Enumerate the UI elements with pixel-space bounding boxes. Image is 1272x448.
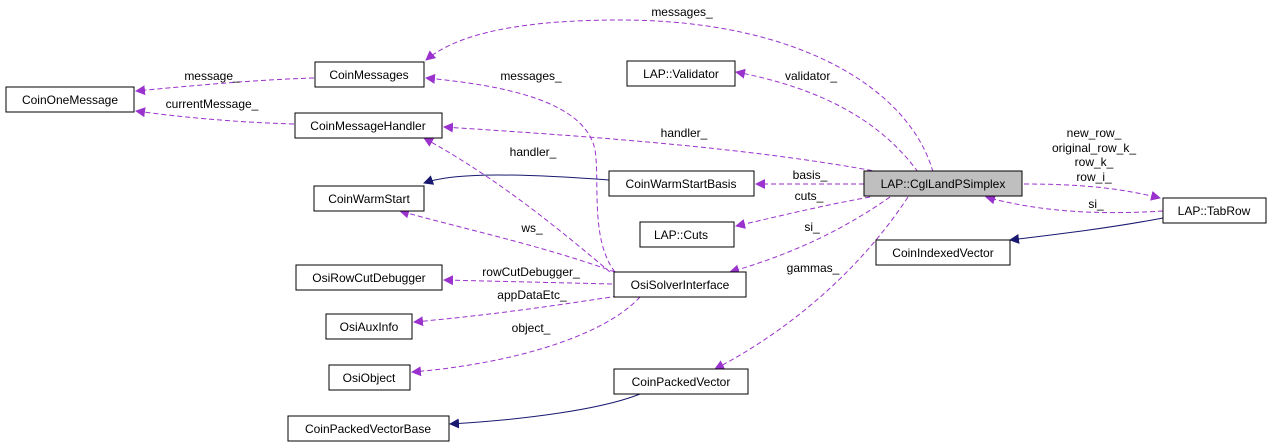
node-coin-warm-start-basis[interactable]: CoinWarmStartBasis (608, 170, 755, 197)
edge-tabrow-members (1023, 183, 1161, 201)
node-label: OsiObject (343, 371, 396, 385)
node-coin-warm-start[interactable]: CoinWarmStart (313, 185, 425, 212)
edge-handler (443, 122, 881, 173)
edge-label-gammas: gammas_ (787, 261, 840, 275)
edge-label-current-message: currentMessage_ (166, 97, 259, 111)
node-lap-cuts[interactable]: LAP::Cuts (639, 221, 735, 248)
node-osi-row-cut-debugger[interactable]: OsiRowCutDebugger (295, 264, 443, 291)
node-label: OsiAuxInfo (340, 320, 399, 334)
node-coin-messages[interactable]: CoinMessages (314, 61, 425, 88)
node-label: OsiSolverInterface (631, 278, 730, 292)
edge-label-si-mid: si_ (804, 220, 820, 234)
node-label: LAP::TabRow (1178, 204, 1251, 218)
edge-gammas (714, 196, 909, 370)
edge-cuts (735, 196, 871, 229)
node-label: CoinWarmStart (328, 192, 410, 206)
node-osi-object[interactable]: OsiObject (328, 364, 411, 391)
edge-label-si-right: si_ (1088, 197, 1104, 211)
node-label: CoinPackedVectorBase (305, 422, 431, 436)
edge-label-basis: basis_ (793, 168, 828, 182)
node-coin-message-handler[interactable]: CoinMessageHandler (294, 112, 443, 139)
edge-si-right (985, 194, 1164, 214)
edge-message (135, 77, 315, 96)
node-label: CoinOneMessage (22, 93, 118, 107)
node-label: CoinPackedVector (632, 375, 731, 389)
node-osi-solver-interface[interactable]: OsiSolverInterface (613, 271, 747, 298)
node-lap-tab-row[interactable]: LAP::TabRow (1162, 197, 1267, 224)
edge-handler-left (423, 137, 611, 273)
edge-label-ws: ws_ (520, 221, 543, 235)
node-lap-cgl-land-p-simplex[interactable]: LAP::CglLandPSimplex (863, 170, 1023, 197)
edge-messages-top (425, 19, 934, 173)
edge-label-message: message_ (184, 69, 240, 83)
edge-si-mid (729, 196, 891, 275)
edge-label-tabrow-member-3: row_i_ (1076, 170, 1112, 184)
node-osi-aux-info[interactable]: OsiAuxInfo (325, 313, 413, 340)
node-label: CoinMessages (329, 68, 408, 82)
edge-label-tabrow-member-1: original_row_k_ (1052, 141, 1136, 155)
edge-object (411, 296, 641, 377)
edge-current-message (135, 107, 295, 125)
node-label: LAP::CglLandPSimplex (881, 177, 1006, 191)
node-label: OsiRowCutDebugger (312, 271, 425, 285)
edge-label-messages-top: messages_ (651, 5, 713, 19)
edge-vectorbase-inherit (449, 393, 641, 429)
node-label: CoinWarmStartBasis (626, 177, 737, 191)
node-coin-packed-vector[interactable]: CoinPackedVector (613, 368, 749, 395)
edge-validator (735, 68, 919, 173)
edge-label-validator: validator_ (785, 69, 837, 83)
node-label: LAP::Cuts (654, 228, 708, 242)
edge-label-row-cut-debugger: rowCutDebugger_ (482, 265, 580, 279)
edge-app-data-etc (413, 295, 619, 327)
edge-label-cuts: cuts_ (795, 189, 824, 203)
node-coin-packed-vector-base[interactable]: CoinPackedVectorBase (287, 415, 450, 442)
node-label: LAP::Validator (643, 67, 719, 81)
node-label: CoinIndexedVector (892, 246, 993, 260)
edge-warmstart-inherit (423, 174, 610, 185)
edge-messages-mid (425, 73, 616, 273)
node-lap-validator[interactable]: LAP::Validator (626, 60, 736, 87)
edge-row-cut-debugger (443, 275, 613, 286)
edge-label-app-data-etc: appDataEtc_ (497, 288, 567, 302)
edge-label-handler-top: handler_ (661, 126, 708, 140)
edge-label-object: object_ (512, 321, 551, 335)
node-label: CoinMessageHandler (310, 119, 425, 133)
edge-indexedvector-inherit (1009, 217, 1164, 244)
edge-ws (399, 208, 616, 273)
edge-label-tabrow-member-0: new_row_ (1067, 126, 1122, 140)
edge-label-messages-mid: messages_ (500, 69, 562, 83)
edge-label-tabrow-member-2: row_k_ (1075, 155, 1114, 169)
edge-label-handler-left: handler_ (510, 145, 557, 159)
node-coin-one-message[interactable]: CoinOneMessage (5, 86, 135, 113)
node-coin-indexed-vector[interactable]: CoinIndexedVector (875, 239, 1011, 266)
